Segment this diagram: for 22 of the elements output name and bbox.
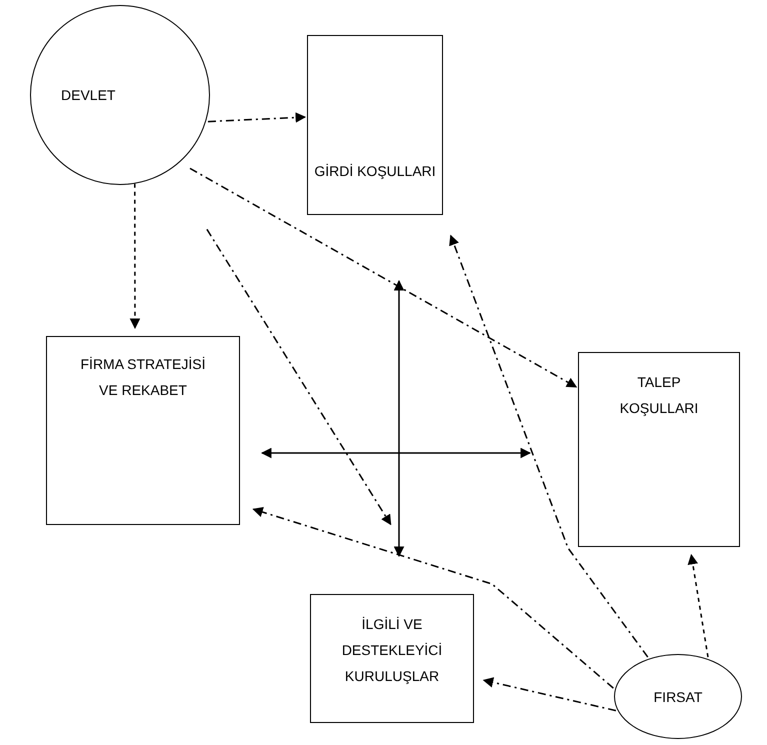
node-label: FIRSAT [654,688,702,706]
arrow [688,554,709,658]
ellipse-node [614,654,742,739]
box-node [307,35,443,215]
node-label: FİRMA STRATEJİSİ VE REKABET [80,355,206,400]
arrow [482,677,616,712]
box-node [46,336,240,525]
node-label: GİRDİ KOŞULLARI [314,162,436,181]
arrow [449,234,648,658]
arrow [190,168,578,388]
node-label: DEVLET [61,86,116,105]
arrow [394,280,404,558]
box-node [578,352,740,547]
arrow [208,112,306,123]
arrow [130,184,140,330]
arrow [206,228,392,526]
arrow [260,448,532,458]
arrow [252,507,614,689]
node-label: TALEP KOŞULLARI [618,373,700,418]
box-node [310,594,474,723]
node-label: İLGİLİ VE DESTEKLEYİCİ KURULUŞLAR [340,615,444,686]
ellipse-node [30,5,210,185]
